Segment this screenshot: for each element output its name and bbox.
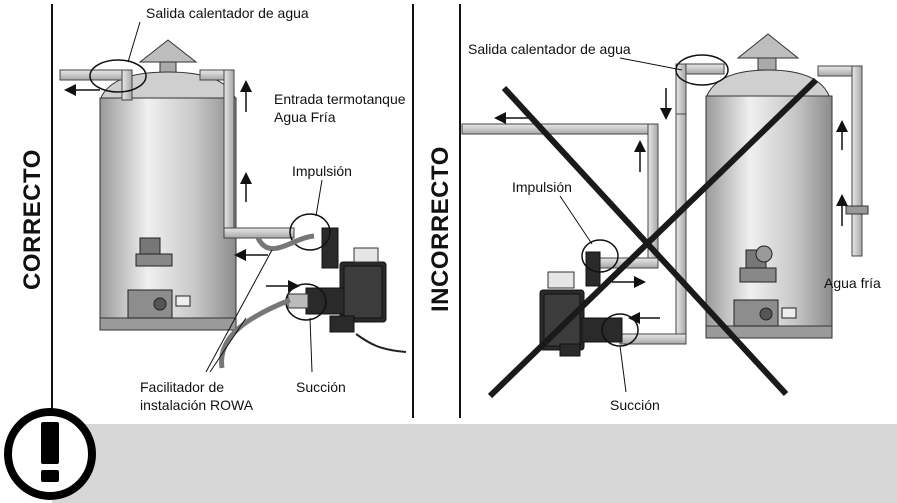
- right-impulsion-highlight-circle: [581, 239, 619, 273]
- incorrect-cross-line-2: [487, 77, 819, 399]
- facilitator-leader-2: [209, 317, 247, 373]
- outlet-leader: [127, 21, 141, 63]
- right-outlet-highlight-circle: [675, 54, 729, 86]
- label-cold-water: Agua fría: [824, 275, 881, 291]
- facilitator-leader-1: [205, 249, 273, 373]
- label-facilitator-line2: instalación ROWA: [140, 397, 254, 413]
- right-outlet-leader: [619, 57, 683, 71]
- right-impulsion-leader: [559, 195, 593, 245]
- left-outlet-pipe: [59, 59, 147, 101]
- impulsion-highlight-circle: [289, 213, 331, 251]
- label-inlet-line2: Agua Fría: [274, 109, 336, 125]
- left-pump: [287, 227, 387, 333]
- incorrect-cross-line-1: [501, 85, 789, 397]
- right-water-heater: [705, 33, 833, 339]
- left-water-heater: [99, 39, 237, 331]
- succion-leader: [309, 317, 313, 373]
- side-title-incorrecto: INCORRECTO: [427, 146, 454, 312]
- label-outlet-right: Salida calentador de agua: [468, 41, 631, 57]
- left-inlet-pipe: [199, 69, 295, 239]
- label-outlet: Salida calentador de agua: [146, 5, 309, 21]
- right-cold-inlet-pipe: [817, 65, 869, 257]
- exclamation-circle-icon: [4, 408, 96, 500]
- right-succion-leader: [619, 345, 627, 393]
- flex-hose-top: [255, 233, 315, 252]
- label-inlet-line1: Entrada termotanque: [274, 91, 406, 107]
- impulsion-leader: [315, 179, 323, 217]
- label-impulsion-left: Impulsión: [292, 163, 352, 179]
- outlet-highlight-circle: [89, 59, 147, 93]
- label-facilitator-line1: Facilitador de: [140, 379, 224, 395]
- warning-banner: [52, 424, 897, 503]
- flex-hose-bottom: [219, 297, 291, 369]
- label-impulsion-right: Impulsión: [512, 179, 572, 195]
- right-pump: [539, 251, 623, 357]
- label-succion-left: Succión: [296, 379, 346, 395]
- label-succion-right: Succión: [610, 397, 660, 413]
- side-title-correcto: CORRECTO: [19, 149, 46, 290]
- suction-pipe-tail: [355, 333, 407, 353]
